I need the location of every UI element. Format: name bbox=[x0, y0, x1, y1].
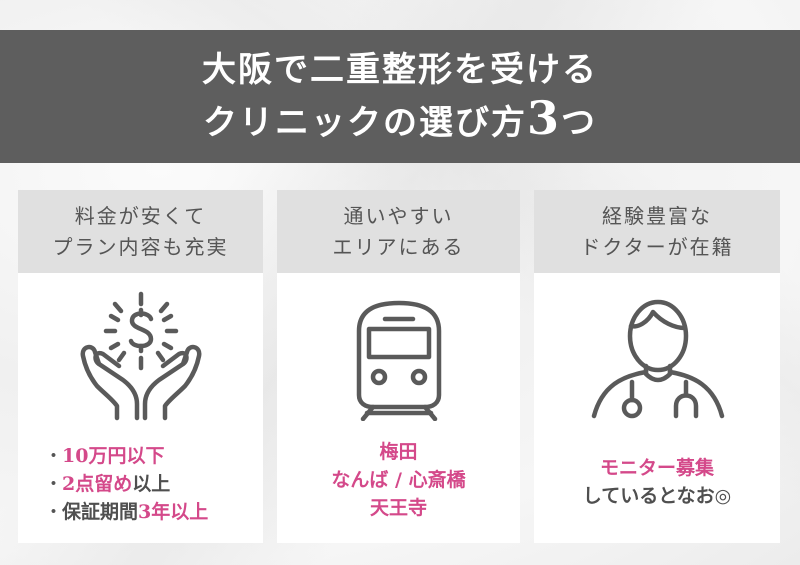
area-tennoji: 天王寺 bbox=[369, 497, 427, 519]
bullet-text-highlight: 2点留め bbox=[62, 473, 133, 495]
banner-title-line2-text: クリニックの選び方 bbox=[202, 103, 527, 143]
bullet-text-highlight: 3年以上 bbox=[138, 501, 209, 523]
bullet-text: 以上 bbox=[132, 473, 171, 495]
list-item: ・ 2点留め以上 bbox=[44, 470, 263, 498]
card-title-line1: 通いやすい bbox=[343, 203, 454, 228]
bullet-dot: ・ bbox=[44, 501, 64, 523]
card-header: 経験豊富な ドクターが在籍 bbox=[534, 190, 780, 273]
card-body: 梅田 なんば / 心斎橋 天王寺 bbox=[277, 438, 520, 543]
bullet-dot: ・ bbox=[44, 473, 64, 495]
banner-title-number: 3 bbox=[526, 91, 561, 145]
card-title-line1: 経験豊富な bbox=[602, 203, 712, 228]
card-header: 通いやすい エリアにある bbox=[277, 190, 520, 273]
area-namba-shinsaibashi: なんば / 心斎橋 bbox=[331, 469, 466, 491]
money-hands-icon bbox=[18, 273, 263, 438]
card-title-line2: エリアにある bbox=[332, 234, 465, 259]
card-body: モニター募集 しているとなお◎ bbox=[534, 438, 780, 543]
bullet-dot: ・ bbox=[44, 445, 64, 467]
card-title-line1: 料金が安くて bbox=[74, 203, 207, 228]
card-price: 料金が安くて プラン内容も充実 bbox=[18, 190, 263, 543]
doctor-icon bbox=[534, 273, 780, 438]
bullet-text: 保証期間 bbox=[62, 501, 139, 523]
card-title-line2: ドクターが在籍 bbox=[580, 234, 734, 259]
monitor-recruiting-text: モニター募集 bbox=[599, 457, 714, 479]
banner-title-suffix: つ bbox=[561, 103, 597, 143]
bullet-text-highlight: 10万円以下 bbox=[62, 445, 165, 467]
monitor-note-text: していると bbox=[582, 485, 677, 507]
monitor-note: しているとなお◎ bbox=[583, 482, 731, 510]
card-title-line2: プラン内容も充実 bbox=[52, 234, 229, 259]
banner-title-line1: 大阪で二重整形を受ける bbox=[202, 50, 598, 90]
banner-title-line2: クリニックの選び方3つ bbox=[203, 94, 597, 147]
card-doctor: 経験豊富な ドクターが在籍 モニター募集 しているとなお◎ bbox=[534, 190, 780, 543]
train-icon bbox=[277, 273, 520, 438]
title-banner: 大阪で二重整形を受ける クリニックの選び方3つ bbox=[0, 30, 800, 163]
list-item: ・ 10万円以下 bbox=[44, 442, 263, 470]
area-umeda: 梅田 bbox=[379, 441, 418, 463]
monitor-note-suffix: なお◎ bbox=[676, 485, 732, 507]
card-header: 料金が安くて プラン内容も充実 bbox=[18, 190, 263, 273]
card-access: 通いやすい エリアにある 梅田 なんば / 心斎橋 天王寺 bbox=[277, 190, 520, 543]
